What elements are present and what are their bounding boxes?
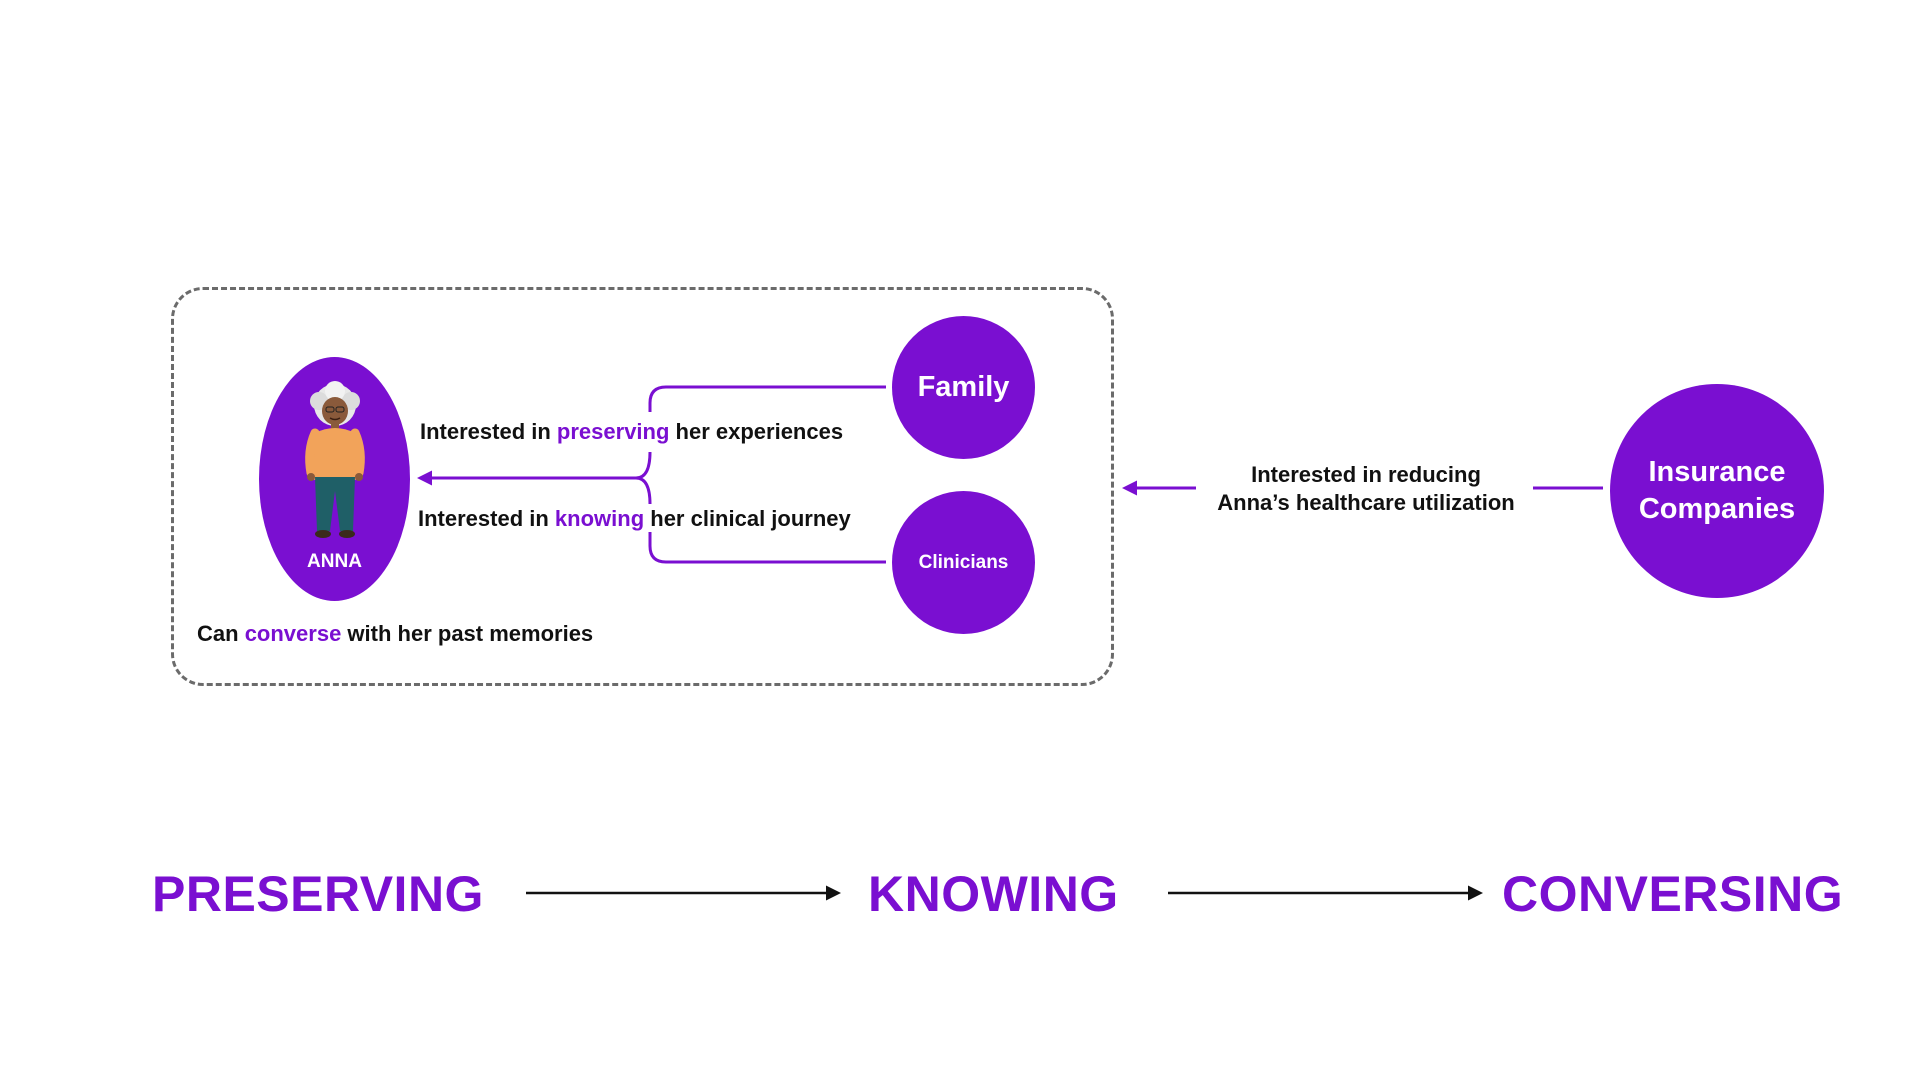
knowing-label-highlight: knowing [554, 506, 645, 531]
converse-label-highlight: converse [244, 621, 342, 646]
insurance-label-line1: Insurance [1648, 456, 1786, 488]
insurance-interest-label: Interested in reducing Anna’s healthcare… [1186, 461, 1546, 517]
family-connector [648, 385, 886, 412]
converse-label: Can converse with her past memories [197, 621, 593, 647]
flow-step-conversing: CONVERSING [1502, 866, 1844, 922]
flow-step-preserving: PRESERVING [152, 866, 484, 922]
elderly-woman-avatar-icon [305, 381, 365, 538]
clinicians-label: Clinicians [918, 551, 1009, 573]
insurance-interest-line1: Interested in reducing [1251, 462, 1481, 487]
family-label: Family [917, 371, 1010, 403]
flow-step-knowing: KNOWING [868, 866, 1119, 922]
clinicians-node: Clinicians [892, 491, 1035, 634]
knowing-label: Interested in knowing her clinical journ… [418, 506, 851, 532]
stakeholder-group-box [171, 287, 1114, 686]
preserve-label-highlight: preserving [556, 419, 670, 444]
knowing-label-prefix: Interested in [418, 506, 555, 531]
insurance-node: Insurance Companies [1610, 384, 1824, 598]
insurance-interest-line2: Anna’s healthcare utilization [1217, 490, 1515, 515]
converse-label-prefix: Can [197, 621, 245, 646]
knowing-label-suffix: her clinical journey [644, 506, 851, 531]
clinicians-connector [648, 532, 886, 564]
anna-label: ANNA [307, 551, 362, 572]
preserve-label: Interested in preserving her experiences [420, 419, 843, 445]
family-node: Family [892, 316, 1035, 459]
preserve-label-prefix: Interested in [420, 419, 557, 444]
merge-bracket [635, 451, 652, 505]
converse-label-suffix: with her past memories [341, 621, 594, 646]
insurance-label-line2: Companies [1638, 493, 1796, 525]
preserve-label-suffix: her experiences [669, 419, 844, 444]
